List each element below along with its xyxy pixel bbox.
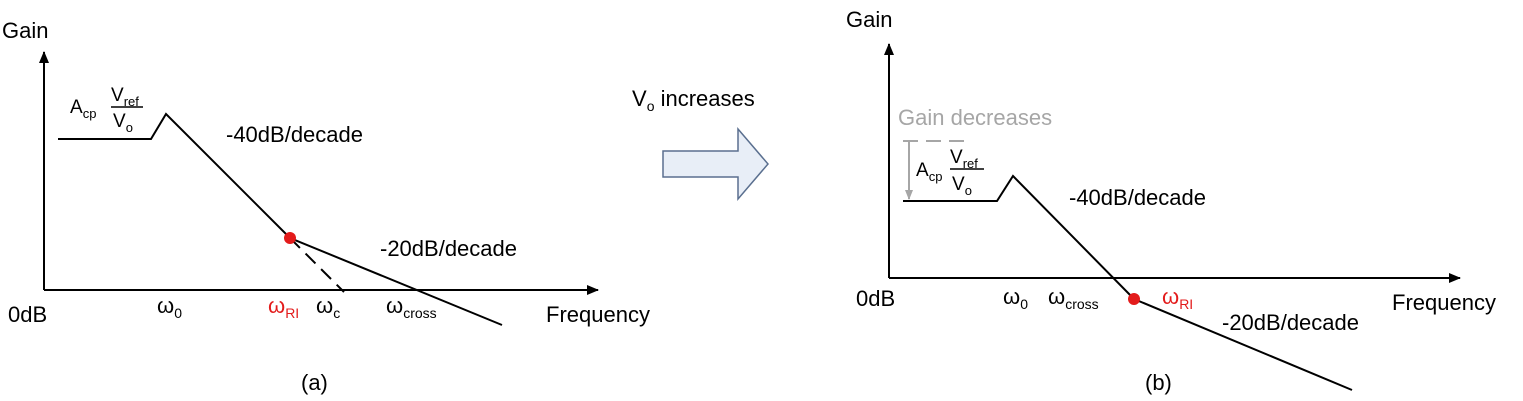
omega0-label: ω0 — [157, 293, 182, 321]
gain-decreases-label: Gain decreases — [898, 105, 1052, 130]
gain-formula: Acp Vref Vo — [70, 85, 143, 135]
omegaRI-label: ωRI — [268, 293, 299, 321]
svg-text:Vo: Vo — [952, 174, 972, 198]
caption-a: (a) — [301, 370, 328, 395]
gain-curve — [903, 174, 1353, 391]
svg-text:Vo: Vo — [113, 111, 133, 135]
gain-curve — [58, 112, 503, 326]
omegaCross-label: ωcross — [386, 293, 437, 321]
right-arrow-icon — [662, 126, 769, 202]
vo-increases-label: Vo increases — [632, 86, 755, 114]
x-axis-label: Frequency — [1392, 290, 1496, 315]
svg-text:Vref: Vref — [111, 85, 139, 109]
dashed-extension — [289, 237, 345, 293]
svg-text:Vref: Vref — [950, 147, 978, 171]
rhp-zero-marker — [284, 232, 296, 244]
y-axis-label: Gain — [846, 7, 892, 32]
svg-text:Acp: Acp — [70, 97, 96, 121]
omegaC-label: ωc — [316, 293, 340, 321]
slope-40-label: -40dB/decade — [1069, 185, 1206, 210]
slope-20-label: -20dB/decade — [1222, 310, 1359, 335]
transition: Vo increases — [632, 86, 769, 202]
omega0-label: ω0 — [1003, 284, 1028, 312]
omegaCross-label: ωcross — [1048, 284, 1099, 312]
origin-label: 0dB — [8, 302, 47, 327]
caption-b: (b) — [1145, 370, 1172, 395]
plot-b: Gain Frequency 0dB Gain decreases Acp Vr… — [846, 7, 1496, 395]
origin-label: 0dB — [856, 286, 895, 311]
plot-a: Gain Frequency 0dB Acp Vref Vo -40dB/dec… — [2, 18, 650, 395]
svg-text:Acp: Acp — [916, 160, 942, 184]
slope-20-label: -20dB/decade — [380, 236, 517, 261]
x-axis-label: Frequency — [546, 302, 650, 327]
y-axis-label: Gain — [2, 18, 48, 43]
rhp-zero-marker — [1128, 293, 1140, 305]
slope-40-label: -40dB/decade — [226, 122, 363, 147]
omegaRI-label: ωRI — [1162, 284, 1193, 312]
gain-formula: Acp Vref Vo — [916, 147, 984, 198]
